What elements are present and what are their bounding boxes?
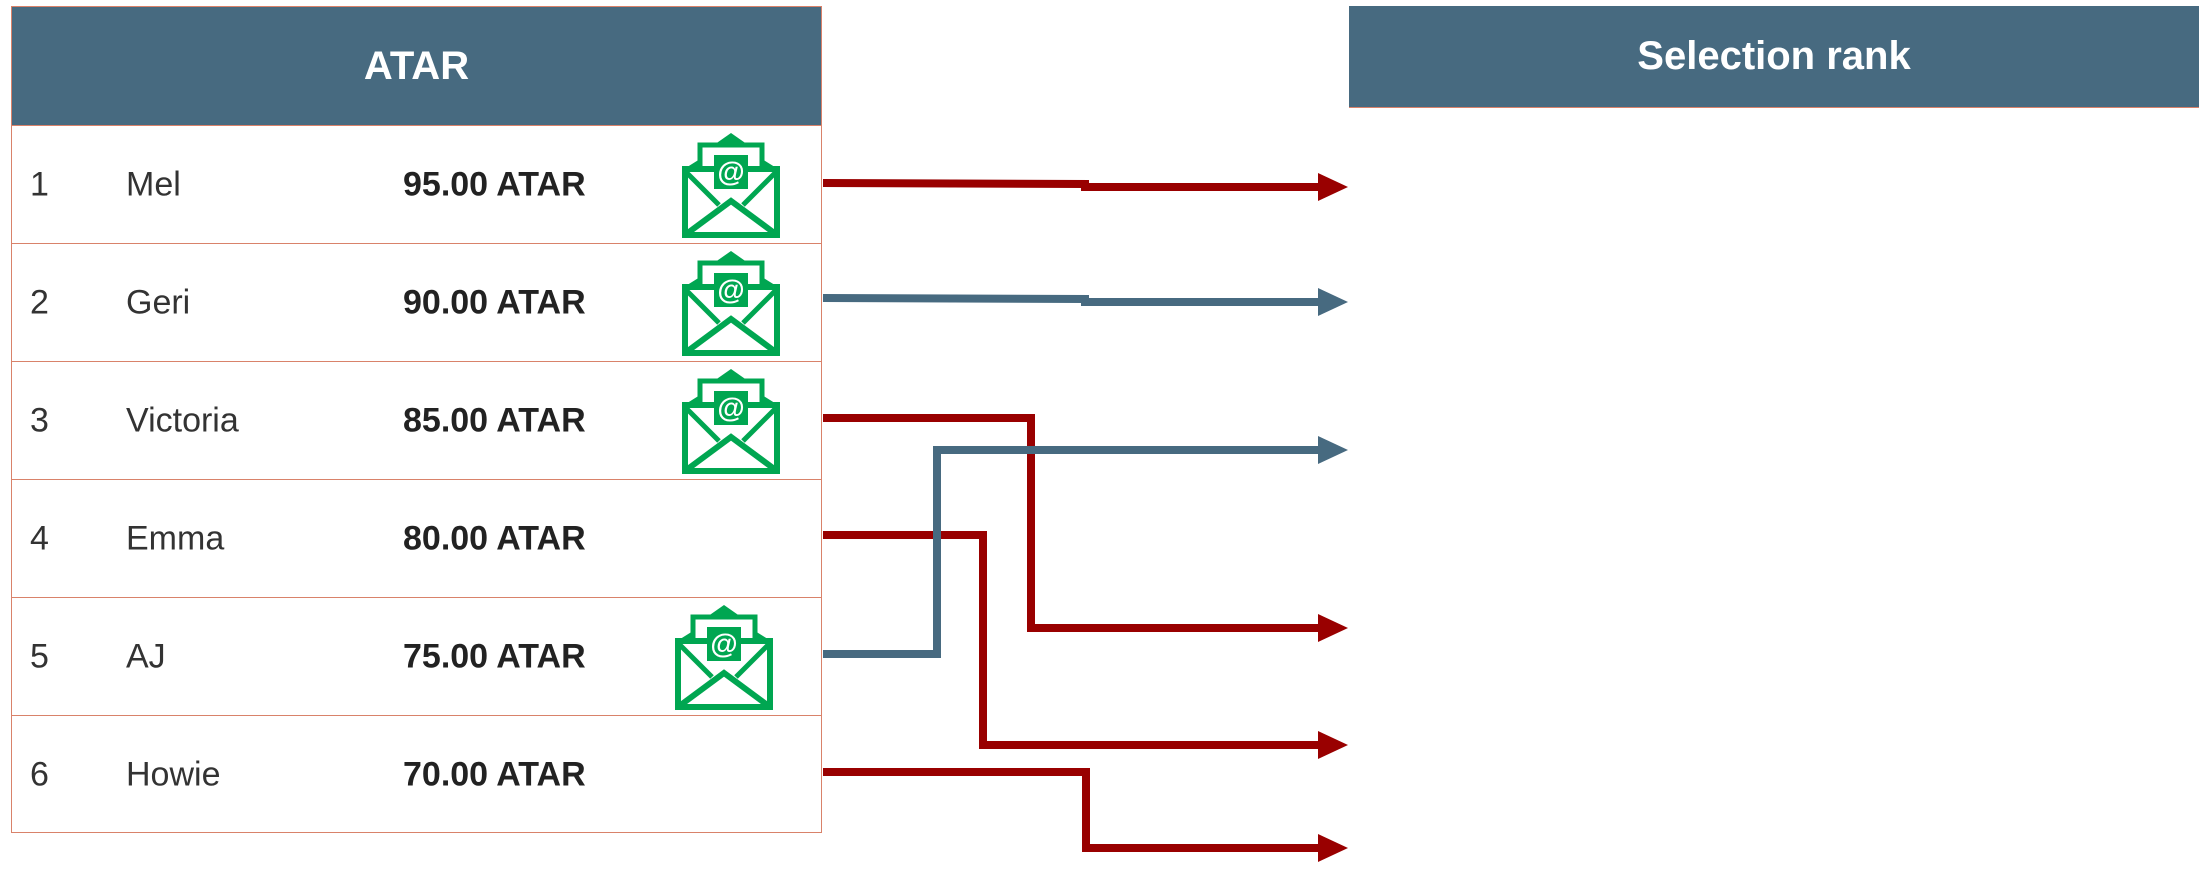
svg-text:@: @ [710, 628, 737, 659]
row-rank: 4 [30, 519, 49, 557]
connector-victoria [823, 414, 1325, 632]
row-score: 85.00 ATAR [403, 401, 586, 439]
row-rank: 6 [30, 755, 49, 794]
table-row: 5 AJ 75.00 ATAR @ [12, 598, 821, 716]
arrowhead-howie [1318, 834, 1348, 862]
arrowhead-aj [1318, 436, 1348, 464]
row-score: 90.00 ATAR [403, 283, 586, 321]
envelope-at-icon: @ [682, 132, 780, 238]
arrowhead-mel [1318, 173, 1348, 201]
row-name: Howie [126, 755, 221, 794]
connector-geri [822, 294, 1325, 306]
row-name: Mel [126, 165, 181, 203]
svg-text:@: @ [717, 274, 744, 305]
row-rank: 5 [30, 637, 49, 675]
row-score: 80.00 ATAR [403, 519, 586, 557]
atar-table: ATAR 1 Mel 95.00 ATAR @ 2 Geri 90.00 ATA… [11, 6, 822, 833]
row-name: Emma [126, 519, 225, 557]
row-rank: 2 [30, 283, 49, 321]
atar-header: ATAR [12, 7, 821, 126]
connector-aj [823, 446, 1325, 658]
arrowhead-emma [1318, 731, 1348, 759]
svg-text:@: @ [717, 392, 744, 423]
row-rank: 3 [30, 401, 49, 439]
arrowhead-victoria [1318, 614, 1348, 642]
selection-rank-table: Selection rank [1349, 6, 2199, 108]
arrowhead-geri [1318, 288, 1348, 316]
selection-rank-header: Selection rank [1349, 6, 2199, 108]
row-score: 70.00 ATAR [403, 755, 586, 794]
table-row: 2 Geri 90.00 ATAR @ [12, 244, 821, 362]
connector-emma [823, 531, 1325, 749]
table-row: 4 Emma 80.00 ATAR [12, 480, 821, 598]
row-name: AJ [126, 637, 166, 675]
envelope-at-icon: @ [675, 604, 773, 710]
connector-howie [823, 768, 1325, 852]
row-score: 75.00 ATAR [403, 637, 586, 675]
row-rank: 1 [30, 165, 49, 203]
envelope-at-icon: @ [682, 368, 780, 474]
svg-text:@: @ [717, 156, 744, 187]
table-row: 3 Victoria 85.00 ATAR @ [12, 362, 821, 480]
envelope-at-icon: @ [682, 250, 780, 356]
row-name: Geri [126, 283, 191, 321]
table-row: 1 Mel 95.00 ATAR @ [12, 126, 821, 244]
row-name: Victoria [126, 401, 239, 439]
connector-mel [822, 179, 1325, 191]
row-score: 95.00 ATAR [403, 165, 586, 203]
table-row: 6 Howie 70.00 ATAR [12, 716, 821, 834]
